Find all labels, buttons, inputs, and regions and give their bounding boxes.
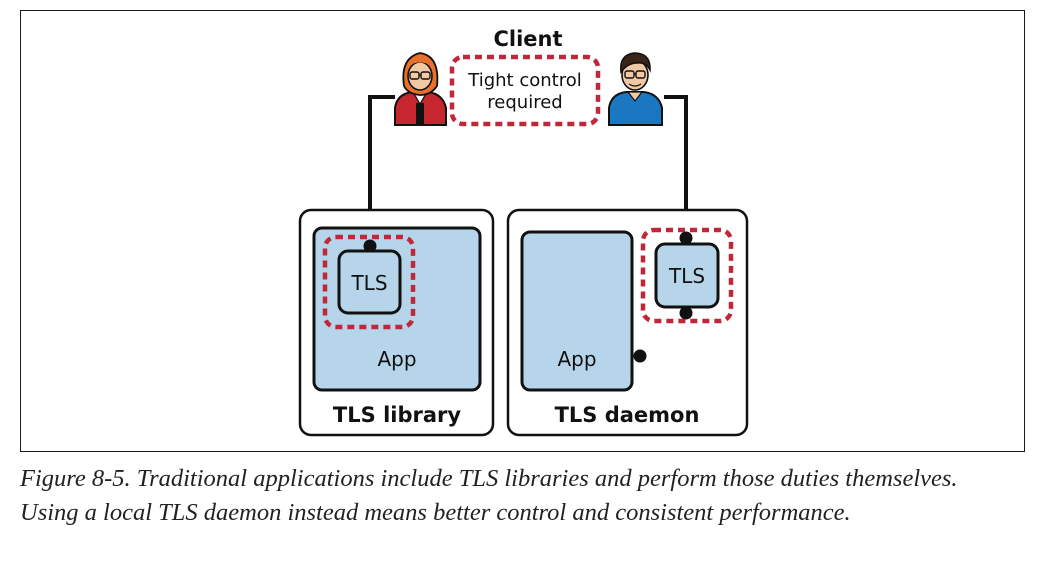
woman-to-tls-library-line xyxy=(368,95,395,246)
woman-user-icon xyxy=(394,52,447,126)
tls-library-panel: TLS App TLS library xyxy=(298,208,495,437)
tight-control-line1: Tight control xyxy=(467,70,581,91)
client-label: Client xyxy=(493,27,562,51)
man-to-tls-daemon-line xyxy=(664,95,688,238)
tls-daemon-app-label: App xyxy=(557,347,596,371)
tls-library-tls-label: TLS xyxy=(350,271,387,295)
tls-library-app-label: App xyxy=(377,347,416,371)
tls-daemon-bottom-connector-dot xyxy=(679,306,693,320)
tls-daemon-app-box xyxy=(520,230,634,392)
tight-control-highlight xyxy=(449,54,601,127)
tight-control-line2: required xyxy=(487,92,562,113)
tls-daemon-top-connector-dot xyxy=(679,231,693,245)
tls-daemon-app-connector-dot xyxy=(633,349,647,363)
tls-library-title: TLS library xyxy=(333,403,461,427)
man-user-icon xyxy=(608,52,663,126)
tls-daemon-panel: TLS App TLS daemon xyxy=(506,208,749,437)
tls-daemon-tls-label: TLS xyxy=(668,264,705,288)
tls-library-connector-dot xyxy=(363,239,377,253)
tls-daemon-title: TLS daemon xyxy=(555,403,700,427)
figure-caption: Figure 8-5. Traditional applications inc… xyxy=(20,465,958,526)
tls-diagram: TLS App TLS library TLS App TLS daemon C… xyxy=(298,27,749,437)
